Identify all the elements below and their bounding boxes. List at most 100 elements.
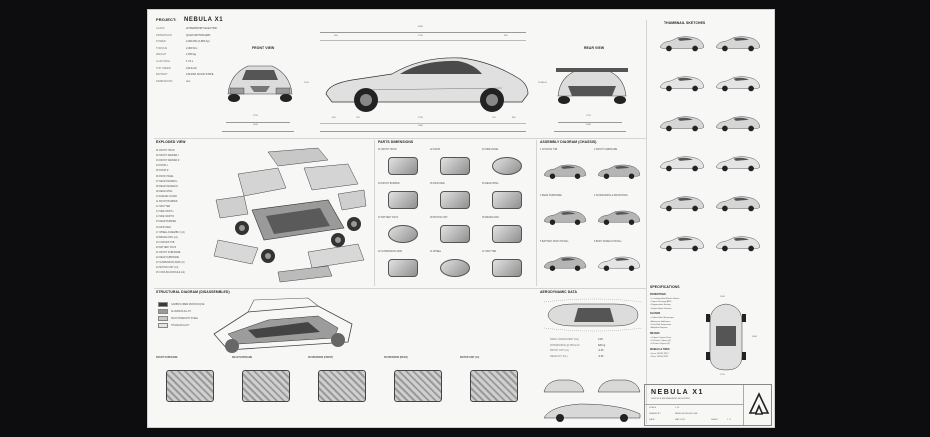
exploded-part-item: 06 ROOF PANEL: [156, 175, 174, 178]
spec-group-item: • Front: 265/35 ZR21: [650, 352, 669, 355]
spec-group-title: WHEELS & TIRES: [650, 348, 670, 351]
exploded-part-item: 02 FRONT FENDER L: [156, 155, 180, 158]
exploded-part-item: 01 FRONT HOOD: [156, 150, 175, 152]
spec-row: CLASS HYPERSPORT ELECTRIC: [156, 27, 217, 30]
divider-top: [154, 138, 646, 139]
spec-group-title: BRAKES: [650, 332, 660, 335]
thumbnail-sketch: [658, 194, 705, 212]
aero-key: REAR LIFT (CL): [550, 354, 568, 358]
assembly-step-label: 6 BODY PANELS INSTALL: [594, 241, 622, 243]
side-a-dim: 965: [332, 117, 336, 119]
title-block-name: NEBULA X1: [651, 389, 704, 396]
front-view-label: FRONT VIEW: [252, 46, 275, 50]
part-cell: 10 SUSPENSION ARM: [378, 250, 428, 282]
exploded-drawing: [213, 147, 367, 283]
assembly-drawing: [542, 160, 588, 187]
parts-title: PARTS DIMENSIONS: [378, 140, 414, 144]
spec-group-item: • Rear: 335/30 ZR22: [650, 355, 669, 358]
seg-a-dim: 960: [334, 35, 338, 37]
spec-group-item: • 10-Piston Calipers (F): [650, 339, 671, 342]
exploded-part-item: 24 MOTOR UNIT (x4): [156, 267, 179, 270]
spec-group-item: • 4 x Independent Electric Motors: [650, 298, 680, 300]
spec-group-item: • Adaptive Dampers: [650, 326, 668, 329]
aero-key: DRAG COEFFICIENT (Cd): [550, 338, 579, 341]
exploded-part-item: 13 SIDE SKIRT L: [156, 211, 174, 214]
exploded-part-item: 22 REAR SUBFRAME: [156, 257, 179, 260]
spec-groups: POWERTRAIN • 4 x Independent Electric Mot…: [650, 294, 700, 380]
spec-length-dim: 5080: [752, 336, 757, 338]
thumbnail-sketch: [714, 114, 761, 132]
seg-c-dim: 990: [504, 35, 508, 37]
assembly-drawing: [596, 160, 642, 187]
subassembly-cell: FRONT SUBFRAME: [156, 356, 228, 422]
spec-key: CLASS: [156, 27, 165, 30]
assembly-step: 4 SUSPENSION & DRIVETRAIN: [594, 194, 644, 238]
drawn-value: NEBULA DESIGN LAB: [675, 413, 698, 415]
thumbnail-sketch: [658, 154, 705, 172]
rear-height-dim: 1140: [542, 82, 547, 84]
aero-title: AERODYNAMIC DATA: [540, 290, 578, 294]
title-block-divider: [743, 385, 744, 425]
date-value: MAY 2025: [675, 419, 686, 421]
part-cell: 02 DOOR: [430, 148, 480, 180]
spec-value: QUAD MOTOR AWD: [186, 33, 211, 37]
material-item: TITANIUM ALLOY: [158, 323, 190, 328]
aero-value: -0.45: [598, 349, 604, 352]
part-drawing: [440, 191, 470, 209]
spec-key: 0-100 KM/H: [156, 60, 170, 63]
spec-value: HYPERSPORT ELECTRIC: [186, 27, 218, 30]
thumbnail-sketch: [658, 234, 705, 252]
material-swatch: [158, 302, 168, 307]
logo-icon: [748, 392, 770, 415]
spec-key: DRIVETRAIN: [156, 33, 172, 37]
spec-group-title: POWERTRAIN: [650, 294, 666, 296]
subassembly-label: REAR SUBFRAME: [232, 357, 253, 359]
part-cell: 09 BRAKE DISC: [482, 216, 532, 248]
spec-group-title: CHASSIS: [650, 313, 661, 316]
divider-exploded: [374, 140, 375, 286]
front-width-dim: 2040: [253, 124, 258, 126]
assembly-step-label: 1 CHASSIS TUB: [540, 149, 558, 151]
part-cell: 07 BATTERY PACK: [378, 216, 428, 248]
specifications-title: SPECIFICATIONS: [650, 285, 680, 289]
structural-title: STRUCTURAL DIAGRAM (DISASSEMBLED): [156, 290, 230, 294]
rear-width-line: [554, 131, 626, 132]
part-drawing: [440, 225, 470, 243]
part-drawing: [388, 225, 418, 243]
exploded-part-item: 18 BRAKE DISC (x4): [156, 236, 178, 239]
part-drawing: [440, 259, 470, 277]
exploded-part-item: 11 FRONT BUMPER: [156, 201, 178, 203]
segments-line: [320, 40, 526, 41]
overall-length-line: [320, 32, 526, 33]
part-cell: 04 FRONT BUMPER: [378, 182, 428, 214]
assembly-drawing: [596, 206, 642, 233]
sheet-label: SHEET: [711, 419, 719, 421]
front-track-dim: 1720: [253, 115, 258, 117]
spec-value: 2,000 kW (2,682 hp): [186, 40, 210, 44]
subassembly-label: SUSPENSION (FRONT): [308, 357, 334, 359]
part-label: 01 FRONT HOOD: [378, 149, 397, 151]
exploded-part-item: 04 DOOR L: [156, 165, 168, 168]
thumbnail-grid: [658, 34, 770, 280]
aero-value: -0.65: [598, 354, 604, 358]
part-label: 06 REAR WING: [482, 183, 499, 185]
part-label: 10 SUSPENSION ARM: [378, 251, 402, 253]
thumbnail-sketch: [714, 154, 761, 172]
side-d-dim: 765: [492, 117, 496, 119]
aero-value: 0.29: [598, 338, 603, 341]
title-block: NEBULA X1 DESIGN & ENGINEERING BLUEPRINT…: [644, 384, 772, 426]
rear-view-label: REAR VIEW: [584, 46, 605, 50]
part-cell: 08 MOTOR UNIT: [430, 216, 480, 248]
exploded-part-item: 10 ENGINE COVER: [156, 195, 177, 198]
divider-aero: [536, 288, 646, 289]
assembly-step-label: 5 BATTERY PACK INSTALL: [540, 241, 569, 243]
side-segments-line: [320, 123, 526, 124]
thumbnail-sketch: [658, 114, 705, 132]
part-label: 07 BATTERY PACK: [378, 217, 399, 219]
